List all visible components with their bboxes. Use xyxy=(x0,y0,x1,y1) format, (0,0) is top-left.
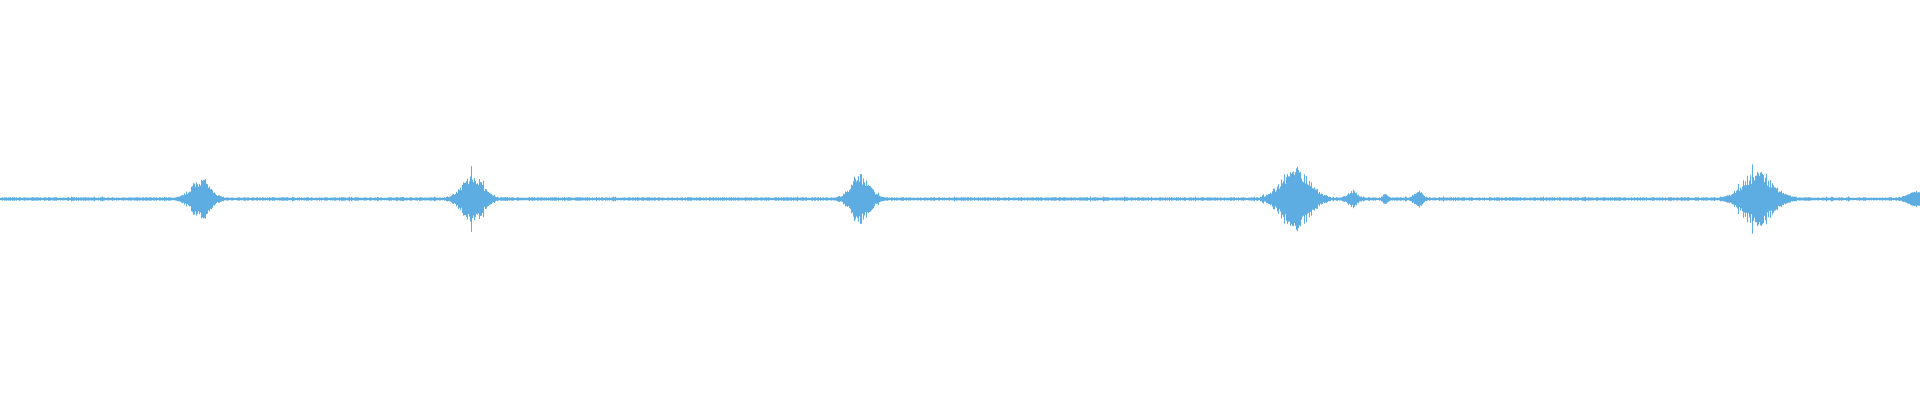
waveform-view[interactable] xyxy=(0,0,1920,400)
audio-waveform[interactable] xyxy=(0,0,1920,400)
